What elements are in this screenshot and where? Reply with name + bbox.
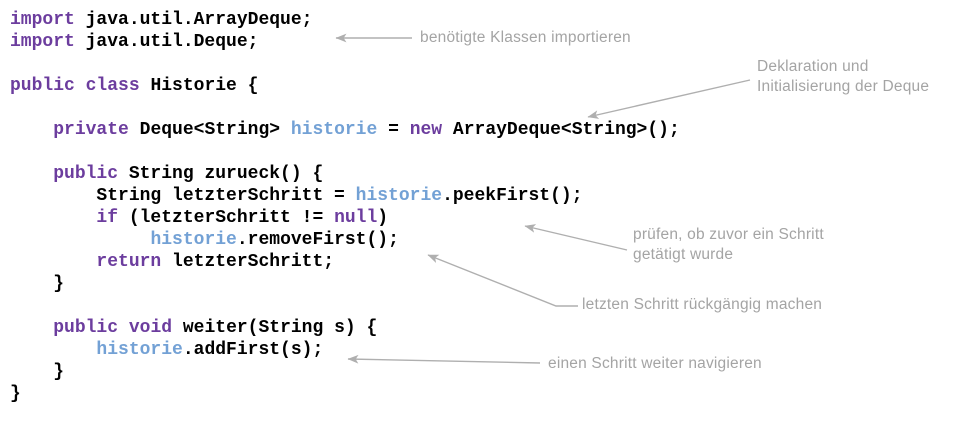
annotation-line: prüfen, ob zuvor ein Schritt xyxy=(633,226,824,243)
code-line: } xyxy=(10,384,21,404)
annotation-declaration: Deklaration und Initialisierung der Dequ… xyxy=(757,57,929,97)
annotation-line: Initialisierung der Deque xyxy=(757,78,930,95)
code-line: import java.util.Deque; xyxy=(10,32,259,52)
annotation-imports: benötigte Klassen importieren xyxy=(420,28,631,48)
annotation-line: Deklaration und xyxy=(757,58,869,75)
annotation-line: letzten Schritt rückgängig machen xyxy=(582,296,823,313)
code-line: historie.removeFirst(); xyxy=(150,230,399,250)
code-line: historie.addFirst(s); xyxy=(96,340,324,360)
annotation-undo: letzten Schritt rückgängig machen xyxy=(582,295,822,315)
code-line xyxy=(10,97,680,119)
code-line: return letzterSchritt; xyxy=(96,252,335,272)
code-line: } xyxy=(10,362,65,382)
code-line: public String zurueck() { xyxy=(53,164,324,184)
annotation-line: getätigt wurde xyxy=(633,246,734,263)
annotation-line: einen Schritt weiter navigieren xyxy=(548,355,762,372)
code-line: private Deque<String> historie = new Arr… xyxy=(53,120,680,140)
code-line: String letzterSchritt = historie.peekFir… xyxy=(10,186,583,206)
annotation-line: benötigte Klassen importieren xyxy=(420,29,631,46)
code-line xyxy=(10,53,680,75)
code-line: public class Historie { xyxy=(10,76,259,96)
code-line: } xyxy=(10,274,65,294)
code-line: public void weiter(String s) { xyxy=(53,318,378,338)
code-listing: import java.util.ArrayDeque;import java.… xyxy=(10,9,680,405)
annotation-forward: einen Schritt weiter navigieren xyxy=(548,354,762,374)
code-line xyxy=(10,295,680,317)
code-line xyxy=(10,141,680,163)
annotation-check: prüfen, ob zuvor ein Schritt getätigt wu… xyxy=(633,225,824,265)
code-line: if (letzterSchritt != null) xyxy=(96,208,389,228)
code-line: import java.util.ArrayDeque; xyxy=(10,10,313,30)
